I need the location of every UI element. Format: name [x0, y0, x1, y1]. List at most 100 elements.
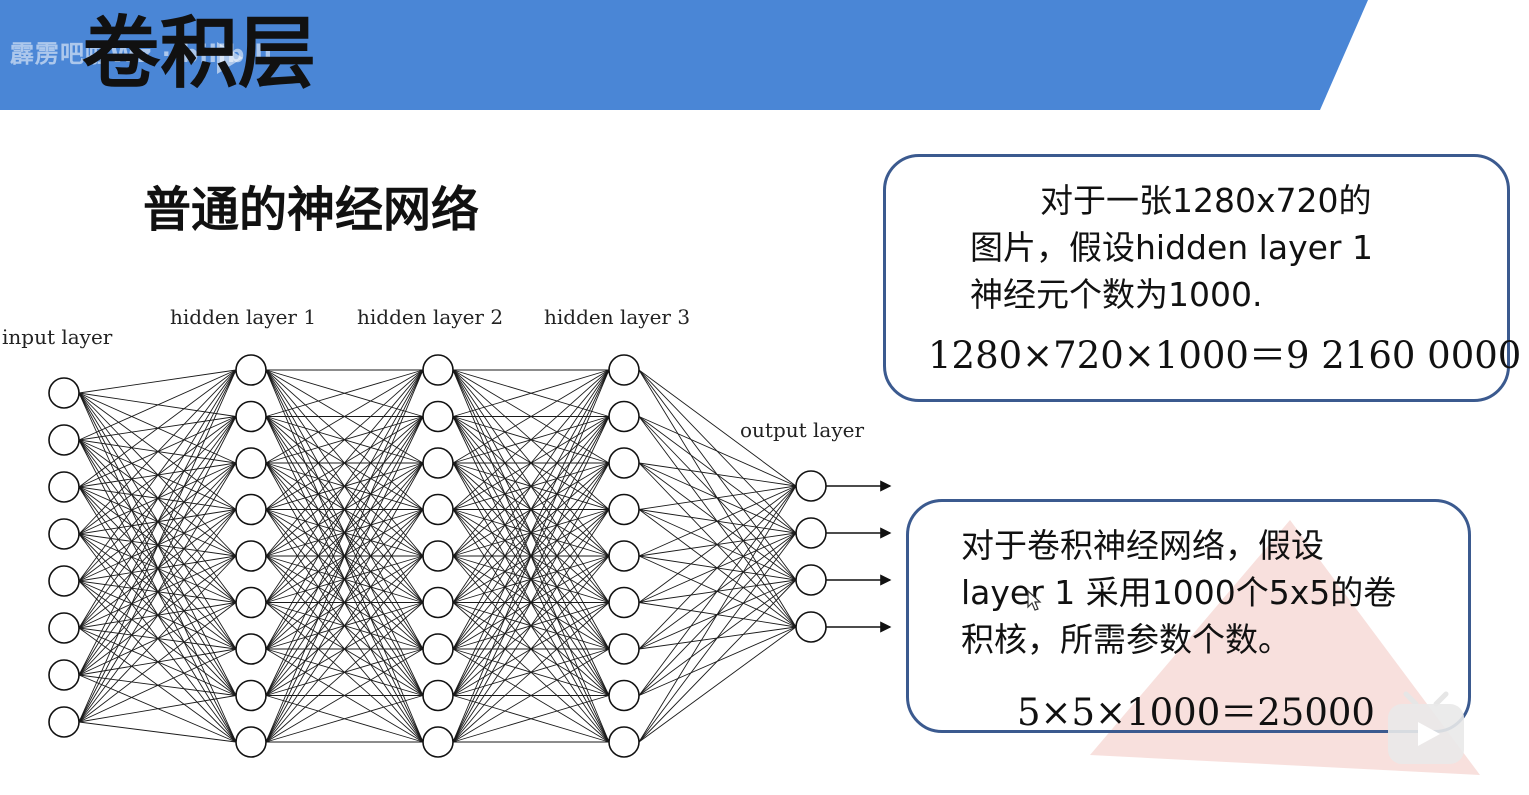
connection-line [452, 648, 610, 743]
title-banner [0, 0, 1368, 110]
connection-line [452, 462, 610, 743]
neuron-hidden1 [235, 354, 267, 386]
neuron-hidden2 [422, 493, 454, 526]
neuron-input [48, 518, 80, 550]
connection-line [265, 462, 424, 743]
neuron-hidden2 [422, 354, 454, 386]
connection-line [78, 721, 237, 743]
hidden-layer-3-label: hidden layer 3 [544, 305, 690, 329]
connection-line [265, 369, 424, 417]
neuron-hidden1 [235, 633, 267, 665]
neural-network-diagram: input layer hidden layer 1 hidden layer … [2, 305, 892, 758]
connection-line [265, 602, 424, 743]
neuron-hidden3 [608, 540, 640, 572]
neuron-hidden1 [235, 493, 267, 526]
neuron-input [48, 424, 80, 456]
box2-line1: 对于卷积神经网络，假设 [961, 526, 1324, 565]
connection-line [638, 485, 797, 696]
connection-line [265, 369, 424, 650]
box1-formula: 1280×720×1000＝9 2160 0000 [928, 334, 1522, 377]
neuron-hidden2 [422, 586, 454, 619]
box1-line2: 图片，假设hidden layer 1 [970, 228, 1373, 267]
neuron-hidden3 [608, 493, 640, 526]
connection-line [78, 369, 237, 723]
connection-line [638, 532, 797, 743]
connection-line [452, 369, 610, 417]
neuron-hidden1 [235, 586, 267, 619]
connection-line [78, 369, 237, 488]
neuron-hidden3 [608, 354, 640, 386]
connection-line [638, 485, 797, 510]
connection-line [638, 416, 797, 487]
neuron-hidden1 [235, 679, 267, 712]
neuron-hidden3 [608, 633, 640, 665]
connection-line [265, 648, 424, 743]
bilibili-tv-icon[interactable] [1384, 688, 1468, 768]
neuron-input [48, 377, 80, 409]
connection-line [78, 416, 237, 723]
connection-line [452, 369, 610, 464]
section-subtitle: 普通的神经网络 [143, 182, 480, 238]
neuron-hidden2 [422, 447, 454, 479]
connection-line [452, 369, 610, 557]
connection-line [265, 369, 424, 557]
connection-line [265, 369, 424, 464]
connection-line [452, 602, 610, 743]
neuron-output [795, 470, 827, 502]
connection-line [452, 416, 610, 743]
neuron-hidden3 [608, 726, 640, 758]
connection-line [638, 485, 797, 650]
hidden-layer-1-label: hidden layer 1 [170, 305, 316, 329]
connection-line [78, 369, 237, 676]
connection-line [638, 626, 797, 743]
neuron-hidden3 [608, 400, 640, 433]
connection-line [452, 369, 610, 696]
connection-line [78, 509, 237, 723]
connection-line [452, 369, 610, 650]
neuron-hidden2 [422, 679, 454, 712]
connection-line [78, 369, 237, 394]
connection-line [265, 369, 424, 510]
neuron-output [795, 517, 827, 549]
box2-line3: 积核，所需参数个数。 [961, 620, 1291, 659]
connection-line [78, 602, 237, 723]
play-icon [217, 42, 243, 74]
neuron-input [48, 565, 80, 597]
connection-line [78, 369, 237, 629]
connection-line [638, 485, 797, 743]
connection-line [78, 648, 237, 723]
neuron-hidden2 [422, 540, 454, 572]
connection-line [452, 369, 610, 510]
connection-line [265, 509, 424, 743]
connection-line [452, 509, 610, 743]
connection-line [265, 555, 424, 743]
output-layer-label: output layer [740, 418, 864, 442]
box2-formula: 5×5×1000＝25000 [1017, 691, 1375, 734]
neuron-input [48, 471, 80, 503]
mouse-cursor-icon [1027, 590, 1042, 611]
neuron-hidden3 [608, 679, 640, 712]
decorative-triangle [1090, 520, 1480, 775]
neuron-input [48, 612, 80, 644]
connection-line [265, 369, 424, 696]
neuron-hidden2 [422, 726, 454, 758]
neuron-hidden2 [422, 400, 454, 433]
connection-line [638, 579, 797, 743]
connection-line [78, 369, 237, 535]
hidden-layer-2-label: hidden layer 2 [357, 305, 503, 329]
connection-line [452, 369, 610, 603]
neuron-hidden2 [422, 633, 454, 665]
neuron-hidden1 [235, 447, 267, 479]
connection-line [78, 462, 237, 723]
neuron-hidden1 [235, 540, 267, 572]
connection-line [452, 369, 610, 743]
input-layer-label: input layer [2, 325, 113, 349]
connection-line [265, 416, 424, 743]
connection-line [452, 555, 610, 743]
connection-line [265, 369, 424, 603]
connection-line [638, 369, 797, 487]
conv-param-box: 对于卷积神经网络，假设 layer 1 采用1000个5x5的卷 积核，所需参数… [906, 499, 1471, 734]
box1-line1: 对于一张1280x720的 [1040, 181, 1372, 220]
neuron-hidden3 [608, 586, 640, 619]
connection-line [265, 369, 424, 743]
